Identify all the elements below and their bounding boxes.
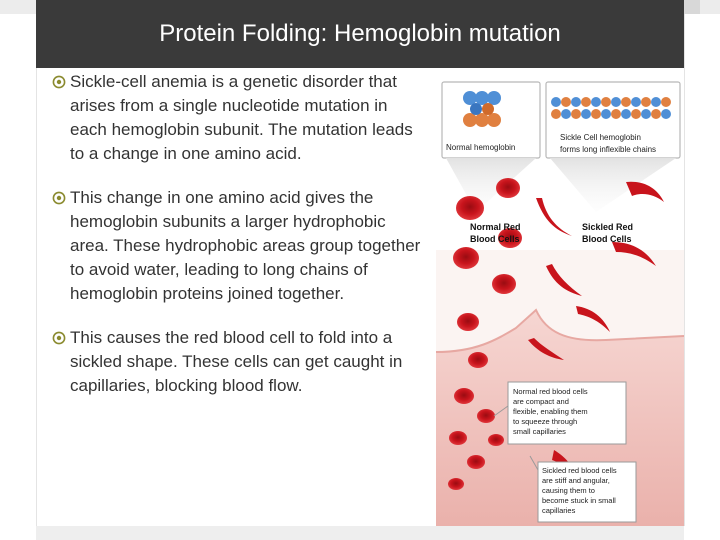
normal-callout-line: small capillaries: [513, 427, 566, 436]
sickled-callout-line: Sickled red blood cells: [542, 466, 617, 475]
normal-cells-label: Blood Cells: [470, 234, 520, 244]
sickled-cells-label: Sickled Red: [582, 222, 633, 232]
normal-callout-line: to squeeze through: [513, 417, 577, 426]
bullet-text: This causes the red blood cell to fold i…: [70, 328, 403, 395]
bullet-text: This change in one amino acid gives the …: [70, 188, 421, 303]
normal-cells-label: Normal Red: [470, 222, 521, 232]
normal-callout-line: are compact and: [513, 397, 569, 406]
title-bar: Protein Folding: Hemoglobin mutation: [36, 0, 684, 68]
bullet-text: Sickle-cell anemia is a genetic disorder…: [70, 72, 413, 163]
bullet-list: Sickle-cell anemia is a genetic disorder…: [52, 70, 422, 398]
sickle-cell-illustration: Normal hemoglobin Sickle Cell hemoglobin…: [436, 70, 684, 526]
bullet-item: This causes the red blood cell to fold i…: [52, 326, 422, 398]
left-rule: [36, 68, 37, 540]
sickle-hemoglobin-label: forms long inflexible chains: [560, 145, 656, 154]
sickle-hemoglobin-chain: [551, 97, 671, 119]
target-bullet-icon: [52, 331, 66, 345]
normal-red-blood-cells: [448, 178, 522, 490]
bullet-item: This change in one amino acid gives the …: [52, 186, 422, 306]
target-bullet-icon: [52, 75, 66, 89]
sickled-cells-label: Blood Cells: [582, 234, 632, 244]
normal-hemoglobin-molecule: [463, 91, 501, 127]
sickled-callout-line: are stiff and angular,: [542, 476, 610, 485]
normal-callout-line: flexible, enabling them: [513, 407, 588, 416]
sickled-callout-line: causing them to: [542, 486, 595, 495]
target-bullet-icon: [52, 191, 66, 205]
right-rule: [684, 14, 685, 526]
sickled-callout-line: capillaries: [542, 506, 576, 515]
slide-title: Protein Folding: Hemoglobin mutation: [159, 20, 561, 47]
sickled-callout-line: become stuck in small: [542, 496, 616, 505]
sickle-cell-figure: Normal hemoglobin Sickle Cell hemoglobin…: [436, 70, 684, 526]
sickled-callout: Sickled red blood cells are stiff and an…: [542, 466, 617, 515]
sickled-callout-box: [537, 461, 637, 523]
bottom-strip: [36, 526, 684, 540]
sickle-hemoglobin-label: Sickle Cell hemoglobin: [560, 133, 641, 142]
normal-hemoglobin-label: Normal hemoglobin: [446, 143, 515, 152]
top-strip-corner: [684, 0, 700, 14]
normal-callout: Normal red blood cells are compact and f…: [513, 387, 588, 436]
sickle-cone: [550, 158, 676, 212]
normal-callout-line: Normal red blood cells: [513, 387, 588, 396]
bullet-item: Sickle-cell anemia is a genetic disorder…: [52, 70, 422, 166]
normal-callout-box: [507, 381, 627, 445]
